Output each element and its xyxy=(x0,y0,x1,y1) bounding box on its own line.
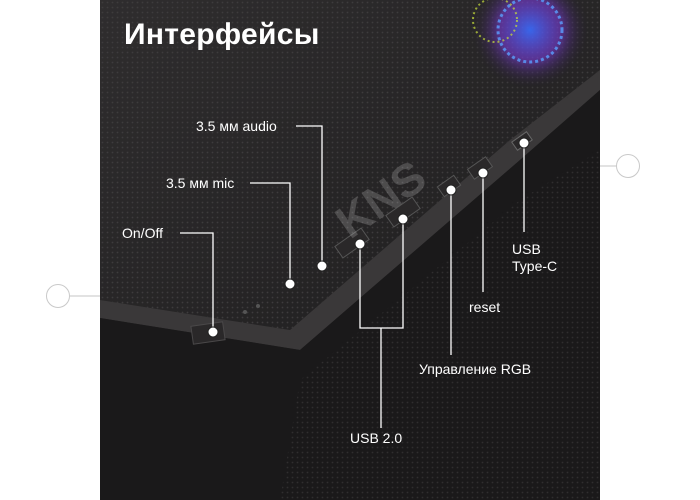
case-photo: KNS xyxy=(100,0,600,500)
leader-lines xyxy=(180,125,525,428)
label-rgb-control: Управление RGB xyxy=(419,361,532,377)
case-illustration: KNS xyxy=(100,0,600,500)
label-power: On/Off xyxy=(122,225,163,241)
label-mic: 3.5 мм mic xyxy=(166,175,235,191)
leader-dots xyxy=(207,137,530,338)
label-audio: 3.5 мм audio xyxy=(196,118,277,134)
label-reset: reset xyxy=(469,299,501,315)
decor-circle-left xyxy=(46,284,70,308)
label-usb-type-c: USB Type-C xyxy=(512,241,558,274)
page-title: Интерфейсы xyxy=(124,18,320,51)
decor-circle-right xyxy=(616,154,640,178)
label-usb-2: USB 2.0 xyxy=(350,430,403,446)
